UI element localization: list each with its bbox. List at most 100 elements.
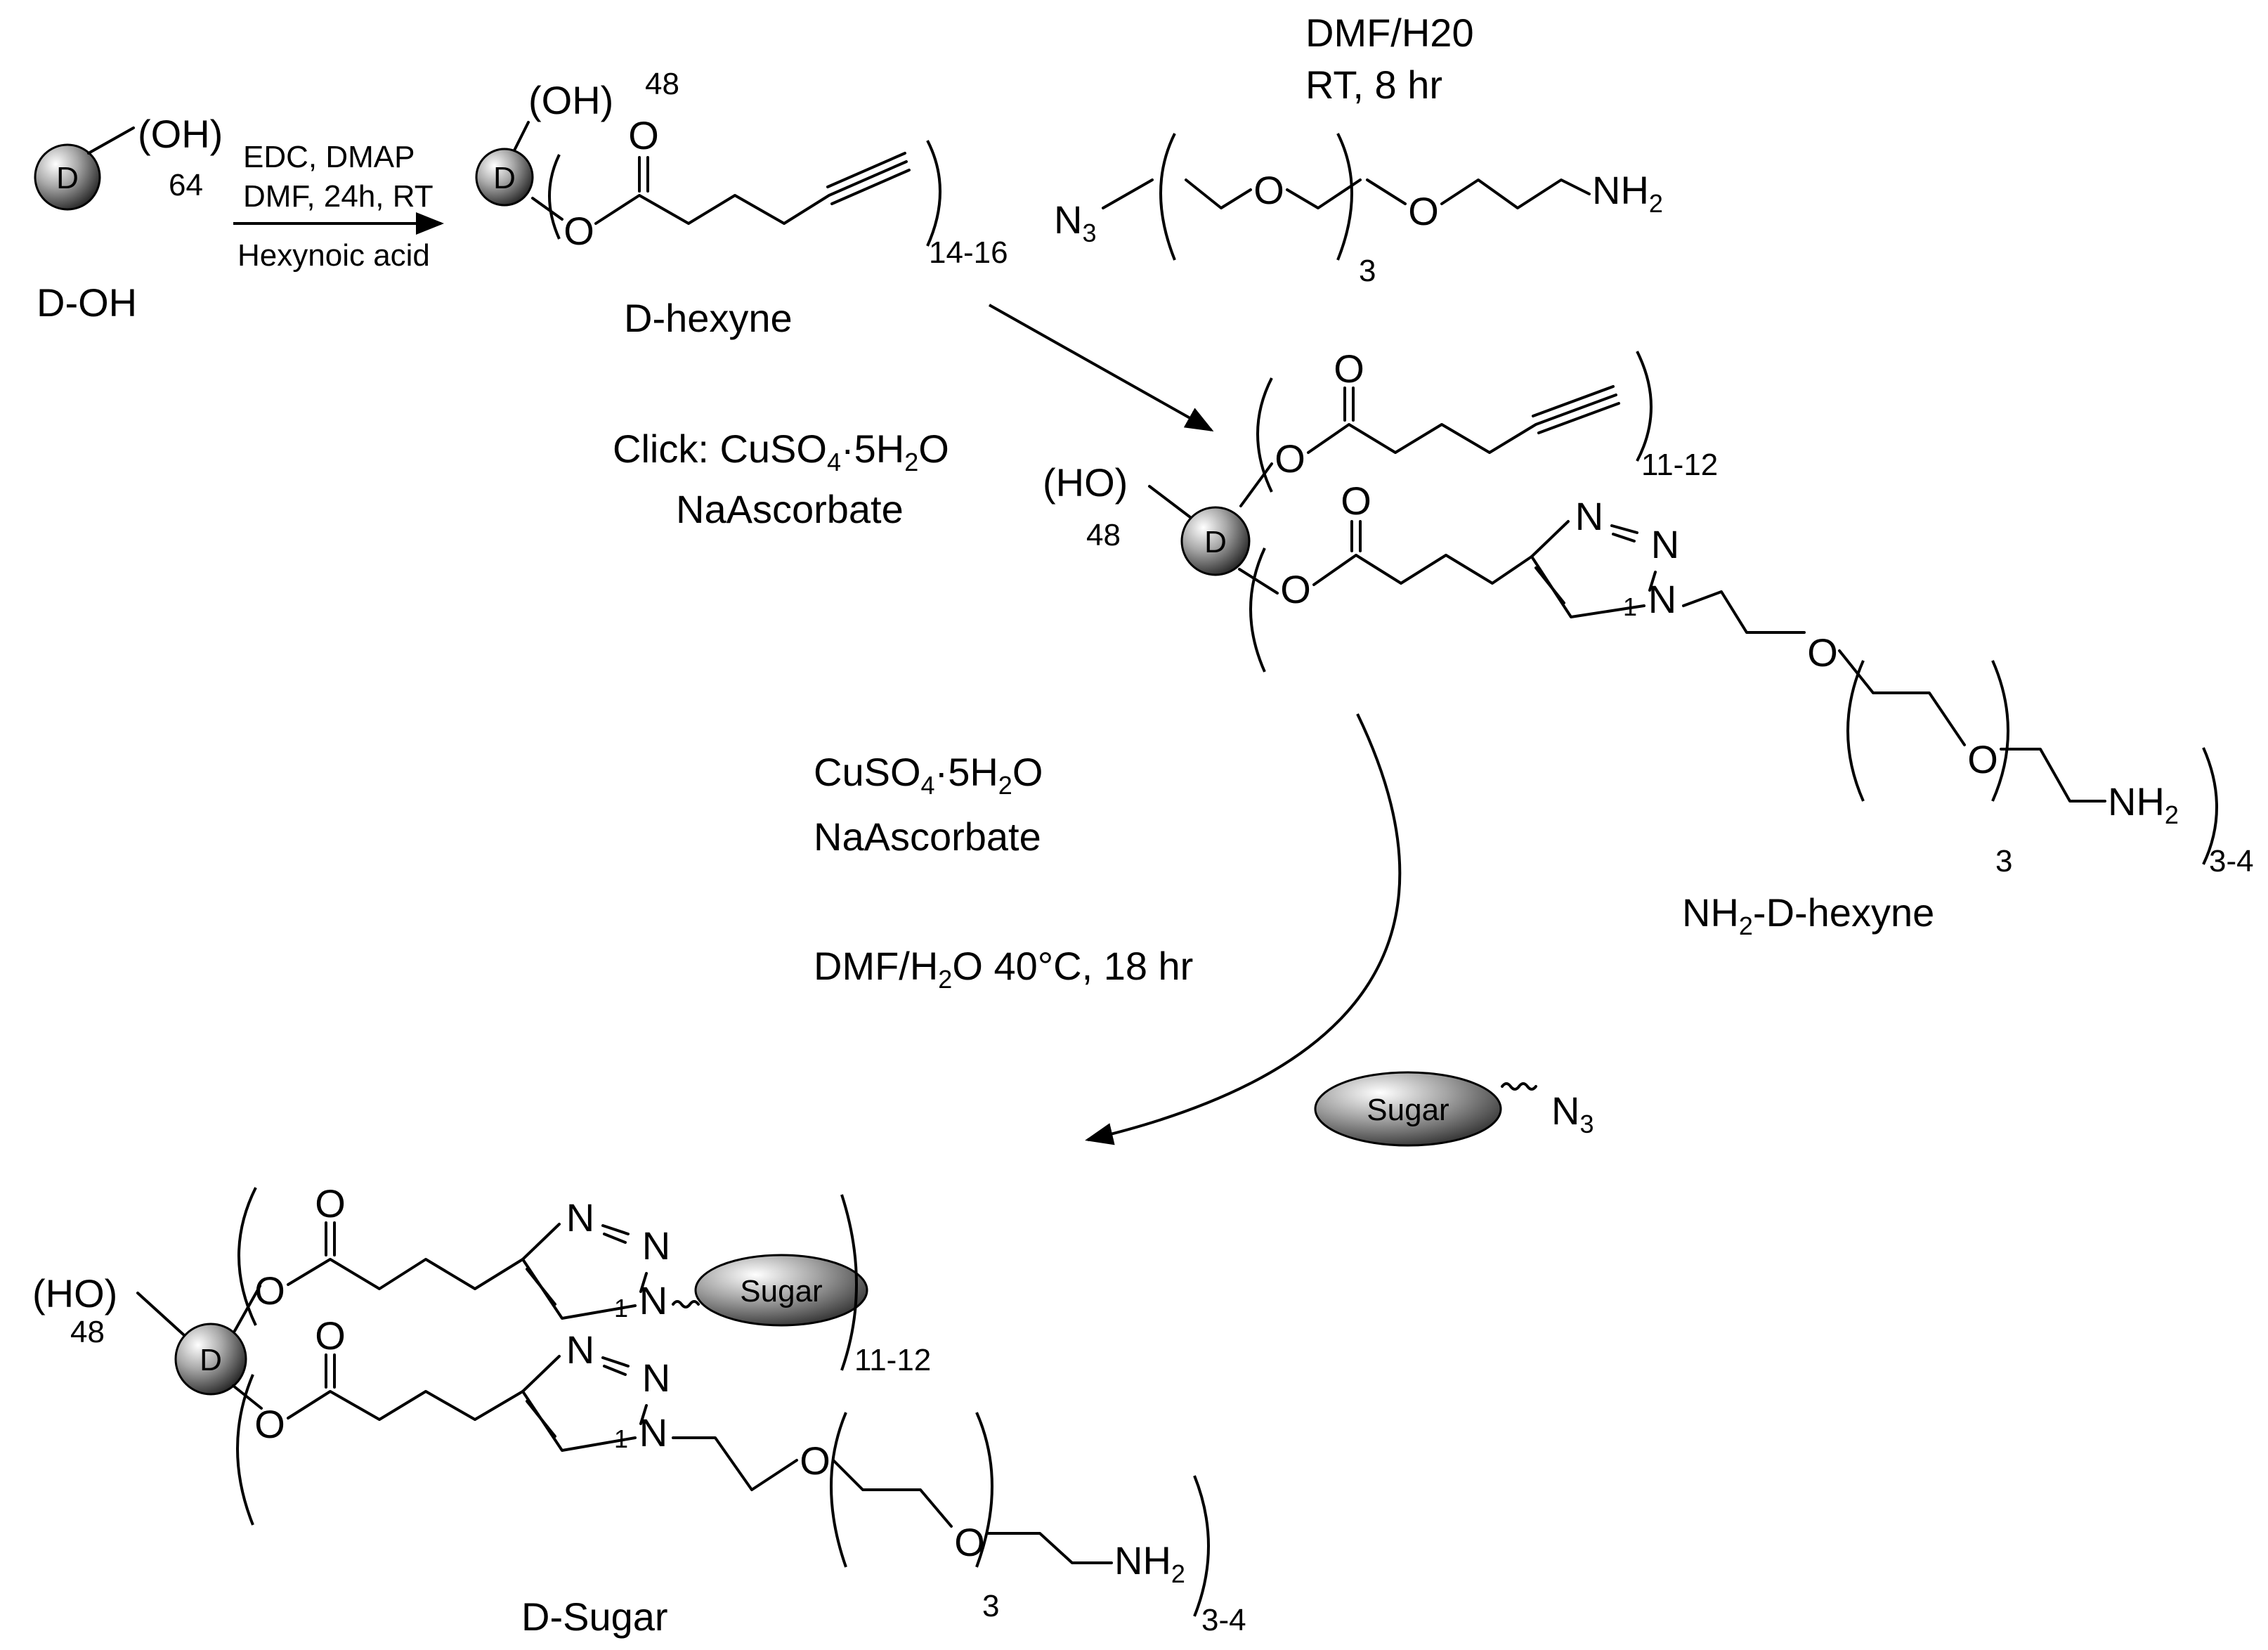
compound-nh2-d-hexyne: D (HO) 48 O O 11-12 O O N N 1 N	[1043, 346, 2254, 940]
outer-repeat-count: 3-4	[1201, 1603, 1246, 1637]
click-conditions: Click: CuSO4·5H2O NaAscorbate	[613, 427, 949, 531]
carbonyl-oxygen: O	[1334, 346, 1364, 391]
azide-label: N3	[1551, 1089, 1594, 1138]
compound-name-d-hexyne: D-hexyne	[624, 296, 793, 340]
ester-oxygen: O	[1275, 436, 1305, 481]
triazole-nitrogen: N	[639, 1410, 667, 1455]
bracket-left	[1159, 133, 1176, 261]
bracket-right	[1991, 660, 2009, 802]
click-condition-1: Click: CuSO4·5H2O	[613, 427, 949, 476]
bracket-right	[926, 140, 941, 247]
step2-arrow	[989, 304, 1214, 431]
triazole-nitrogen: N	[566, 1195, 594, 1240]
repeat-count: 3	[1359, 254, 1376, 288]
ester-oxygen: O	[254, 1268, 285, 1313]
bracket-right	[2202, 747, 2218, 865]
bracket-right	[1193, 1475, 1210, 1617]
sugar-label: Sugar	[740, 1274, 822, 1308]
dendrimer-letter: D	[200, 1343, 222, 1377]
peg-repeat-count: 3	[1995, 844, 2012, 878]
hydroxyl-count: 64	[169, 168, 203, 202]
ether-oxygen: O	[1967, 737, 1998, 781]
carbonyl-oxygen: O	[315, 1313, 346, 1358]
dendrimer-core	[34, 143, 101, 211]
compound-d-hexyne: D (OH) 48 O O 14-16 D-hexyne	[475, 67, 1008, 340]
step3-conditions: CuSO4·5H2O NaAscorbate DMF/H2O 40°C, 18 …	[814, 750, 1193, 994]
step2-conditions: DMF/H20 RT, 8 hr	[1305, 11, 1474, 107]
step2-condition-1: DMF/H20	[1305, 11, 1474, 55]
ether-oxygen: O	[800, 1438, 830, 1483]
step1-condition-3: Hexynoic acid	[237, 238, 430, 273]
amine-label: NH2	[1114, 1538, 1185, 1588]
bracket-left	[236, 1374, 254, 1526]
azide-label: N3	[1054, 197, 1096, 247]
peg-repeat-count: 3	[982, 1589, 999, 1623]
step3-arrow	[1085, 713, 1402, 1145]
bracket-left	[548, 154, 561, 240]
triazole-nitrogen: N	[642, 1356, 670, 1400]
hydroxyl-count: 48	[1086, 518, 1121, 552]
compound-name-nh2-d-hexyne: NH2-D-hexyne	[1682, 890, 1934, 940]
wavy-bond	[1501, 1082, 1537, 1091]
triazole-nitrogen: N	[1651, 522, 1679, 566]
alkyne-repeat-count: 11-12	[1641, 448, 1718, 482]
ester-oxygen: O	[1280, 567, 1311, 611]
sugar-label: Sugar	[1367, 1093, 1449, 1127]
dendrimer-letter: D	[493, 161, 516, 195]
bracket-right	[1636, 351, 1653, 462]
compound-name-d-sugar: D-Sugar	[521, 1594, 668, 1639]
sugar-ellipse	[1314, 1071, 1502, 1147]
compound-peg-amine: N3 O 3 O NH2	[1054, 133, 1663, 288]
compound-sugar-azide: Sugar N3	[1314, 1071, 1594, 1147]
dendrimer-core	[174, 1323, 247, 1396]
repeat-count: 14-16	[929, 235, 1008, 270]
compound-name-d-oh: D-OH	[37, 280, 137, 325]
step1-condition-2: DMF, 24h, RT	[243, 179, 434, 214]
dendrimer-core	[1180, 506, 1251, 576]
triazole-nitrogen: N	[642, 1223, 670, 1268]
ester-oxygen: O	[563, 209, 594, 253]
bracket-left	[830, 1412, 847, 1568]
step3-condition-1: CuSO4·5H2O	[814, 750, 1043, 800]
step1-condition-1: EDC, DMAP	[243, 140, 415, 174]
hydroxyl-count: 48	[645, 67, 679, 101]
compound-d-oh: D (OH) 64 D-OH	[34, 112, 223, 325]
outer-repeat-count: 3-4	[2209, 844, 2254, 878]
carbonyl-oxygen: O	[628, 113, 659, 157]
click-condition-2: NaAscorbate	[676, 487, 904, 531]
carbonyl-oxygen: O	[1341, 479, 1371, 523]
step1: EDC, DMAP DMF, 24h, RT Hexynoic acid	[233, 140, 444, 273]
compound-d-sugar: D (HO) 48 O O N N 1 N Sugar 11-12 O O	[32, 1181, 1246, 1639]
step2-condition-2: RT, 8 hr	[1305, 63, 1442, 107]
triazole-nitrogen: N	[566, 1327, 594, 1372]
hydroxyl-count: 48	[70, 1315, 105, 1349]
hydroxyl-group: (OH)	[528, 78, 613, 122]
triazole-nitrogen: N	[1575, 494, 1603, 538]
ether-oxygen: O	[1408, 189, 1439, 233]
wavy-bond	[672, 1300, 700, 1308]
dendrimer-letter: D	[1204, 525, 1227, 559]
step3-condition-2: NaAscorbate	[814, 814, 1041, 859]
hydroxyl-group: (OH)	[138, 112, 223, 156]
hydroxyl-group: (HO)	[32, 1271, 117, 1316]
dendrimer-letter: D	[56, 161, 79, 195]
bracket-left	[1256, 377, 1273, 493]
dendrimer-core	[475, 148, 534, 207]
amine-label: NH2	[2108, 779, 2179, 829]
bracket-left	[237, 1187, 257, 1326]
ether-oxygen: O	[1253, 168, 1284, 212]
carbonyl-oxygen: O	[315, 1181, 346, 1226]
ester-oxygen: O	[254, 1402, 285, 1446]
bracket-right	[840, 1194, 858, 1371]
bracket-left	[1249, 547, 1266, 673]
triazole-nitrogen: N	[1648, 577, 1676, 621]
amine-label: NH2	[1592, 168, 1663, 218]
bracket-right	[1336, 133, 1353, 261]
ether-oxygen: O	[1807, 630, 1838, 675]
bracket-left	[1846, 660, 1865, 802]
bracket-right	[975, 1412, 993, 1568]
step3-condition-3: DMF/H2O 40°C, 18 hr	[814, 944, 1193, 994]
sugar-ellipse	[694, 1254, 868, 1327]
sugar-repeat-count: 11-12	[854, 1343, 931, 1377]
